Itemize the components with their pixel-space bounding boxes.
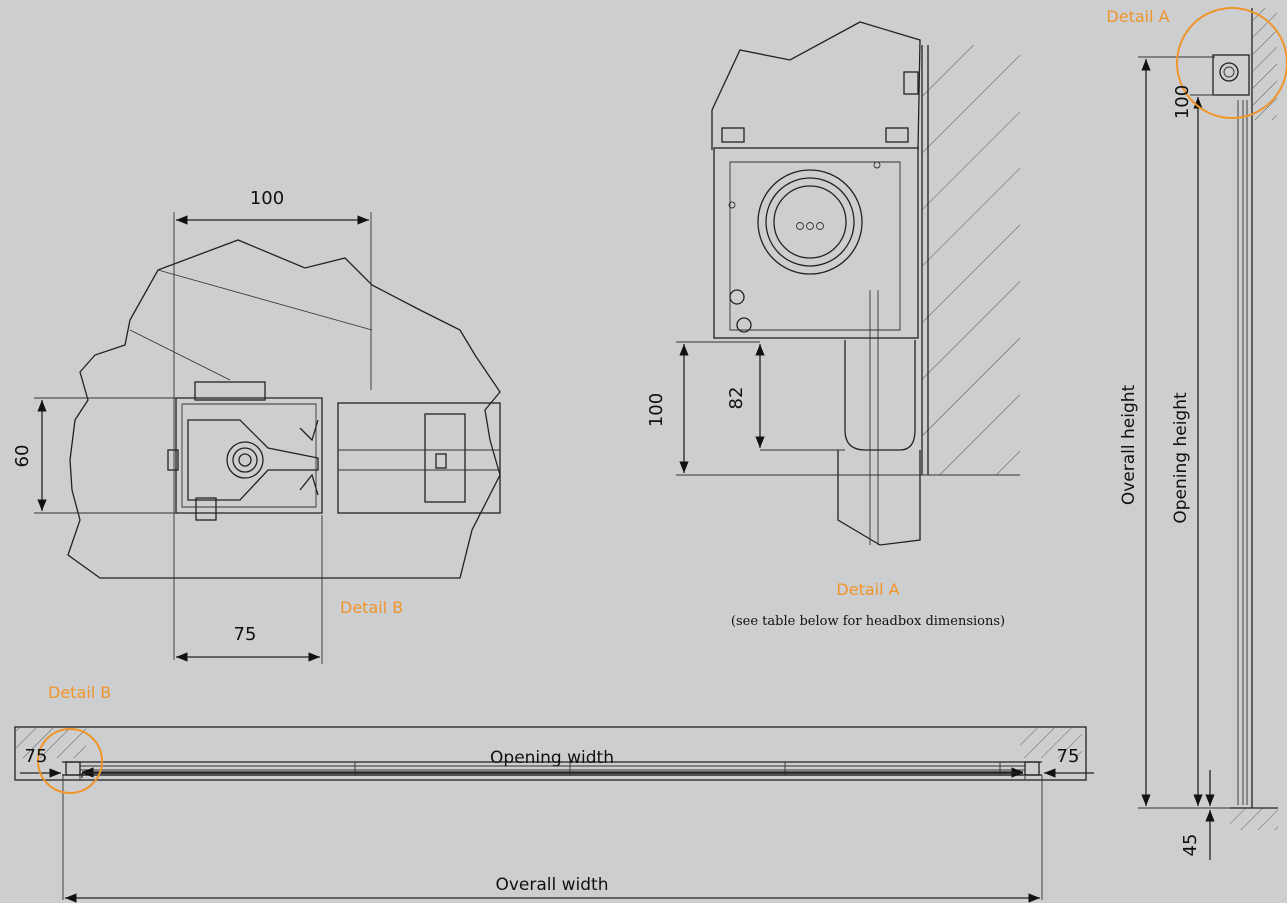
detail-a-top-label: Detail A — [1106, 7, 1169, 26]
detail-a-height-82: 82 — [726, 387, 747, 410]
plan-view — [14, 726, 1094, 903]
detail-b-width-75: 75 — [234, 624, 257, 645]
detail-b-width-100: 100 — [250, 188, 284, 209]
detail-a-caption: Detail A — [836, 580, 899, 599]
overall-height-label: Overall height — [1119, 385, 1139, 506]
overall-width-label: Overall width — [495, 875, 608, 895]
detail-b-height-60: 60 — [12, 445, 33, 468]
opening-width-label: Opening width — [490, 748, 614, 768]
plan-left-75: 75 — [25, 746, 48, 767]
detail-a-height-100: 100 — [646, 393, 667, 427]
plan-right-75: 75 — [1057, 746, 1080, 767]
detail-a-drawing — [676, 21, 1020, 546]
side-elevation — [1138, 7, 1287, 860]
side-bottom-45: 45 — [1180, 834, 1201, 857]
detail-a-note: (see table below for headbox dimensions) — [731, 614, 1005, 629]
detail-b-section-label: Detail B — [48, 683, 111, 702]
opening-height-label: Opening height — [1171, 392, 1191, 524]
detail-b-drawing — [34, 212, 501, 664]
side-top-box-100: 100 — [1172, 85, 1193, 119]
detail-b-inline-label: Detail B — [340, 598, 403, 617]
